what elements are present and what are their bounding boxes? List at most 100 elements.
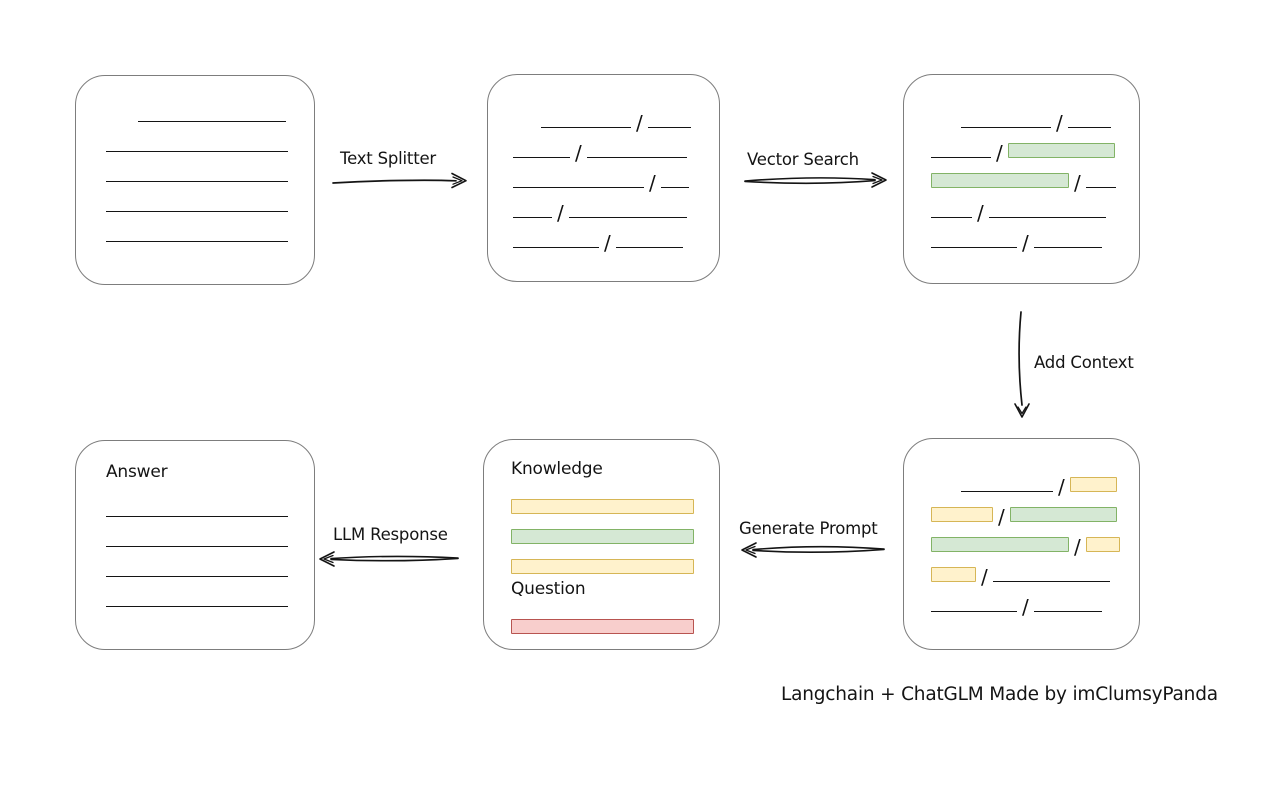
segment-row: / <box>931 218 1113 253</box>
slash-separator: / <box>1022 231 1029 255</box>
text-line <box>931 247 1017 248</box>
add-context-arrow-icon <box>1014 311 1030 418</box>
segment-row: / <box>513 158 693 193</box>
slash-separator: / <box>981 565 988 589</box>
text-line <box>647 127 691 128</box>
slash-separator: / <box>649 171 656 195</box>
text-line <box>1033 611 1102 612</box>
text-line <box>513 247 599 248</box>
segment-row <box>106 577 288 607</box>
segment-row: / <box>931 522 1120 557</box>
generate-prompt-arrow-icon <box>741 542 885 558</box>
box-label: Knowledge <box>511 459 603 479</box>
green-chunk <box>1009 507 1117 522</box>
text-splitter-label: Text Splitter <box>340 149 437 168</box>
generate-prompt-label: Generate Prompt <box>739 519 878 538</box>
node-split-chunks: / / / / / <box>487 74 720 282</box>
segment-row <box>106 92 286 122</box>
node-answer: Answer <box>75 440 315 650</box>
segment-row <box>106 487 288 517</box>
yellow-chunk <box>511 499 694 514</box>
text-splitter-arrow-icon <box>332 172 467 189</box>
slash-separator: / <box>1022 595 1029 619</box>
text-line <box>106 181 288 182</box>
text-line <box>1067 127 1111 128</box>
red-chunk <box>511 619 694 634</box>
node-context-chunks: / / / / / <box>903 438 1140 650</box>
segment-row <box>511 604 694 634</box>
text-line <box>106 241 288 242</box>
node-matched-chunks: / / / / / <box>903 74 1140 284</box>
segment-row <box>106 547 288 577</box>
segment-row: / <box>931 158 1116 193</box>
segment-row <box>106 122 288 152</box>
text-line <box>988 217 1106 218</box>
box-label: Answer <box>106 462 168 482</box>
text-line <box>106 151 288 152</box>
segment-row <box>511 544 694 574</box>
text-line <box>106 606 288 607</box>
slash-separator: / <box>636 111 643 135</box>
yellow-chunk <box>1085 537 1120 552</box>
green-chunk <box>931 173 1069 188</box>
segment-row: / <box>513 188 693 223</box>
text-line <box>106 546 288 547</box>
text-line <box>615 247 683 248</box>
segment-row: / <box>931 552 1113 587</box>
slash-separator: / <box>575 141 582 165</box>
vector-search-arrow-icon <box>744 172 887 188</box>
yellow-chunk <box>931 507 993 522</box>
text-line <box>568 217 687 218</box>
slash-separator: / <box>996 141 1003 165</box>
segment-row: / <box>931 462 1117 497</box>
segment-row: / <box>931 188 1113 223</box>
slash-separator: / <box>604 231 611 255</box>
segment-row: / <box>931 492 1117 527</box>
segment-row: / <box>931 98 1113 133</box>
text-line <box>138 121 286 122</box>
yellow-chunk <box>931 567 976 582</box>
segment-row: / <box>513 128 693 163</box>
text-line <box>992 581 1110 582</box>
text-line <box>586 157 687 158</box>
text-line <box>931 157 991 158</box>
text-line <box>106 211 288 212</box>
text-line <box>1085 187 1116 188</box>
slash-separator: / <box>1056 111 1063 135</box>
text-line <box>931 611 1017 612</box>
green-chunk <box>1007 143 1115 158</box>
text-line <box>541 127 631 128</box>
green-chunk <box>931 537 1069 552</box>
vector-search-label: Vector Search <box>747 150 859 169</box>
text-line <box>106 516 288 517</box>
text-line <box>931 217 972 218</box>
slash-separator: / <box>1058 475 1065 499</box>
text-line <box>961 491 1053 492</box>
slash-separator: / <box>1074 535 1081 559</box>
segment-row <box>511 514 694 544</box>
llm-response-arrow-icon <box>319 551 459 567</box>
text-line <box>513 187 644 188</box>
slash-separator: / <box>998 505 1005 529</box>
yellow-chunk <box>1069 477 1117 492</box>
llm-response-label: LLM Response <box>333 525 448 544</box>
slash-separator: / <box>977 201 984 225</box>
segment-row <box>106 182 288 212</box>
green-chunk <box>511 529 694 544</box>
segment-row: / <box>513 98 693 133</box>
text-line <box>961 127 1051 128</box>
text-line <box>1033 247 1102 248</box>
segment-row <box>106 517 288 547</box>
slash-separator: / <box>557 201 564 225</box>
segment-row: / <box>513 218 693 253</box>
segment-row <box>106 152 288 182</box>
node-source-document <box>75 75 315 285</box>
add-context-label: Add Context <box>1034 353 1134 372</box>
text-line <box>660 187 689 188</box>
text-line <box>513 217 552 218</box>
segment-row: / <box>931 582 1113 617</box>
slash-separator: / <box>1074 171 1081 195</box>
segment-row <box>511 484 694 514</box>
